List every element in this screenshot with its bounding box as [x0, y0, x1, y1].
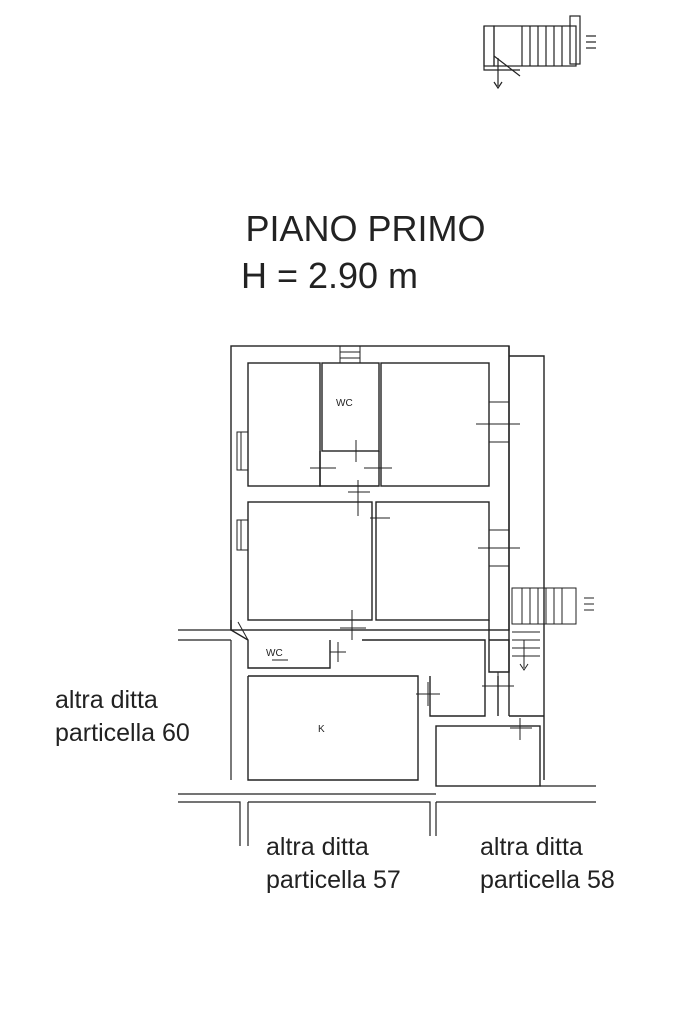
neighbor-south-58: altra ditta particella 58 — [480, 831, 615, 897]
plan-title: PIANO PRIMO — [245, 208, 486, 249]
neighbor-south-58-line2: particella 58 — [480, 866, 615, 894]
neighbor-west: altra ditta particella 60 — [55, 684, 190, 750]
neighbor-south-57-line1: altra ditta — [266, 833, 369, 861]
outer-stair — [511, 587, 594, 671]
neighbor-south-57-line2: particella 57 — [266, 866, 401, 894]
windows — [236, 345, 510, 641]
neighbor-south-58-line1: altra ditta — [480, 833, 583, 861]
room-label-wc-lower: WC — [266, 648, 283, 659]
neighbor-west-line1: altra ditta — [55, 686, 158, 714]
room-label-kitchen: K — [318, 724, 325, 735]
neighbor-west-line2: particella 60 — [55, 719, 190, 747]
room-label-wc-upper: WC — [336, 398, 353, 409]
key-stair-icon — [483, 15, 596, 90]
site-boundaries — [178, 629, 596, 846]
height-label: H = 2.90 m — [240, 255, 419, 296]
neighbor-south-57: altra ditta particella 57 — [266, 831, 401, 897]
door-markers — [272, 423, 532, 740]
